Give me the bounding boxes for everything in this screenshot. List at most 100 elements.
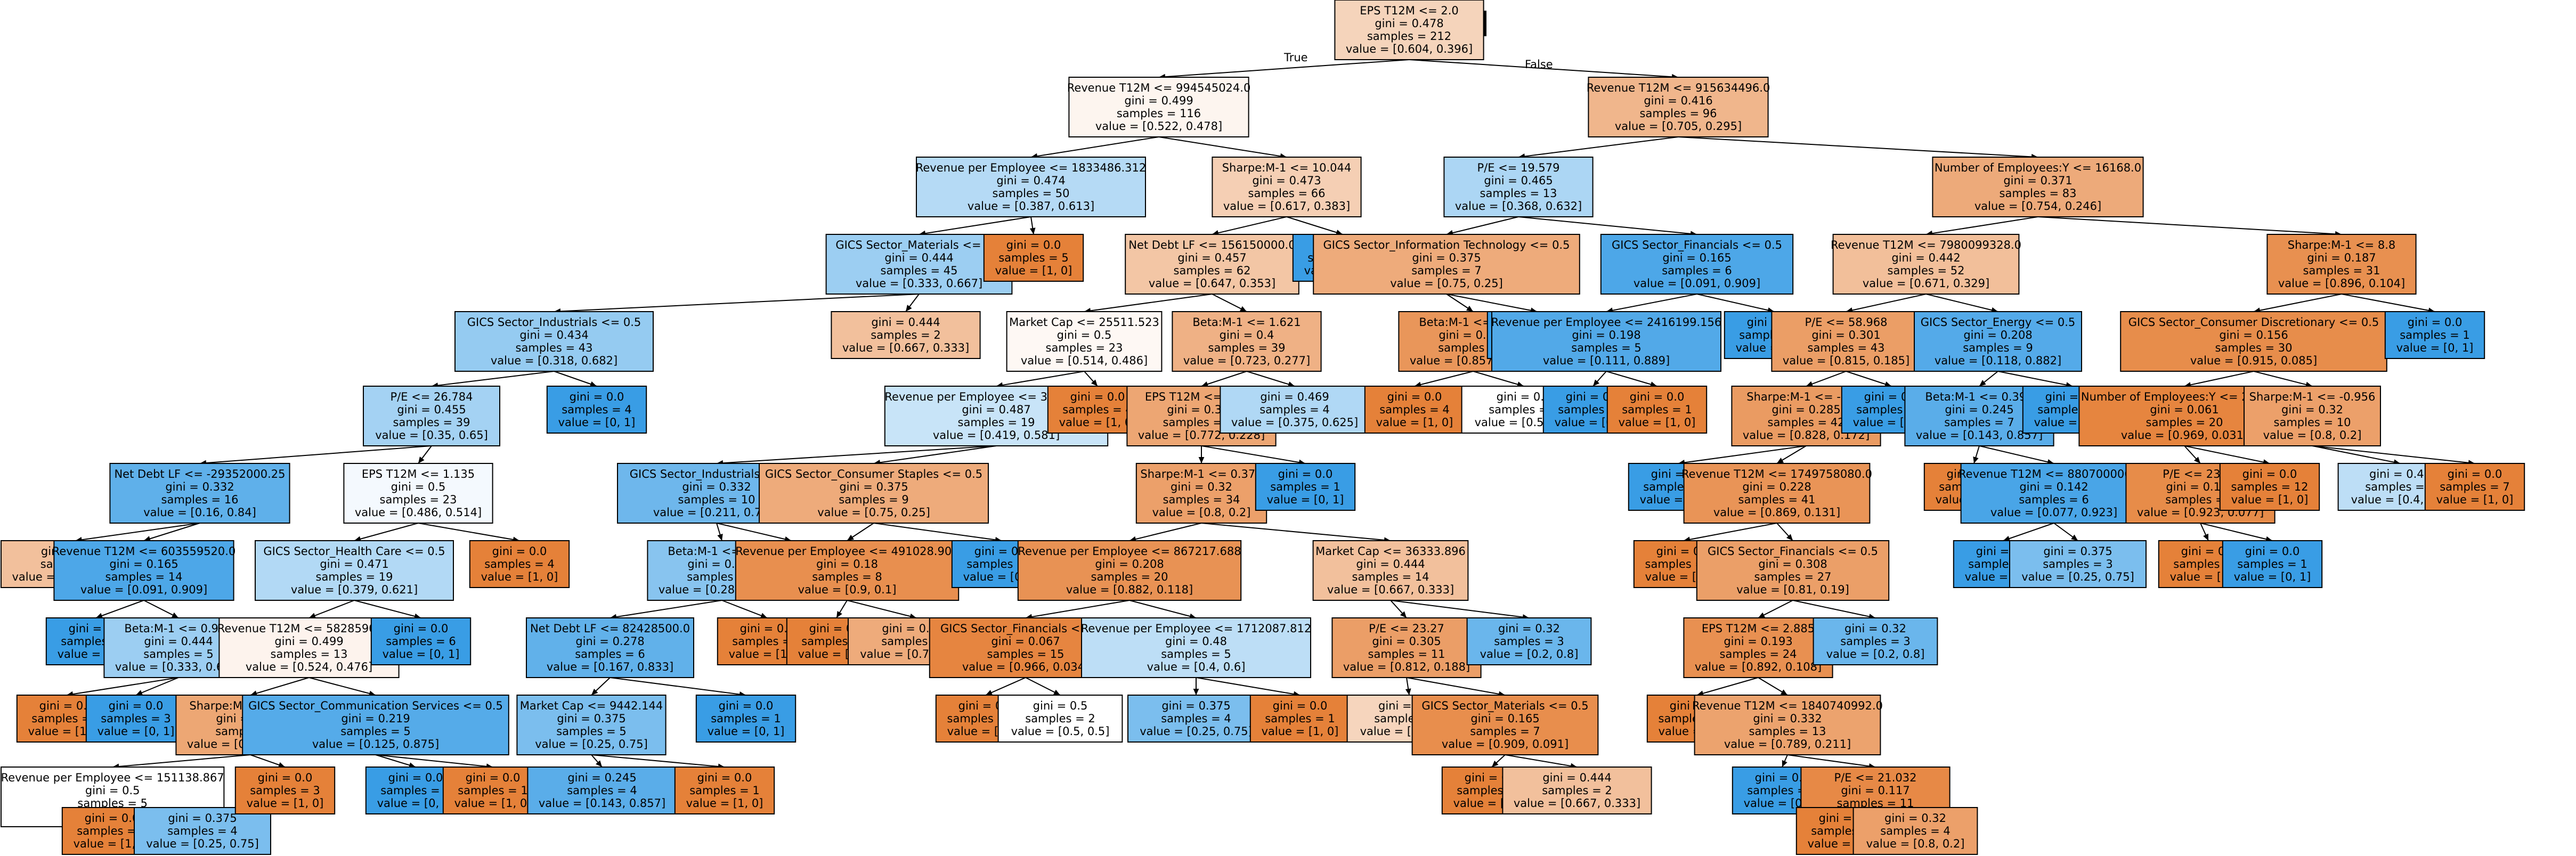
- node-text-line: gini = 0.0: [1070, 390, 1125, 403]
- tree-edge: [721, 600, 768, 618]
- edge-arrowhead: [96, 613, 103, 618]
- tree-edge: [1084, 294, 1213, 312]
- edge-arrowhead: [1806, 381, 1814, 387]
- node-text-line: gini = 0.444: [144, 635, 213, 648]
- node-text-line: samples = 41: [1738, 493, 1816, 506]
- node-text-line: Revenue T12M <= 603559520.0: [52, 545, 236, 558]
- tree-edge: [1683, 523, 1777, 541]
- node-text-line: gini = 0.444: [884, 251, 953, 264]
- tree-edge: [1201, 523, 1391, 541]
- node-text-line: GICS Sector_Communication Services <= 0.…: [248, 699, 503, 713]
- split-node: GICS Sector_Information Technology <= 0.…: [1313, 234, 1580, 295]
- node-text-line: value = [0.75, 0.25]: [1390, 277, 1503, 290]
- node-text-line: value = [0.091, 0.909]: [1634, 277, 1760, 290]
- node-text-line: samples = 20: [1091, 570, 1168, 583]
- node-text-line: gini = 0.219: [341, 712, 410, 725]
- node-box: [526, 617, 694, 678]
- node-text-line: gini = 0.48: [2369, 468, 2431, 480]
- node-text-line: P/E <= 23.27: [1369, 622, 1444, 635]
- node-box: [1606, 386, 1708, 434]
- node-text-line: gini = 0.0: [570, 390, 624, 403]
- node-text-line: value = [0.125, 0.875]: [312, 738, 439, 751]
- tree-edge: [1158, 59, 1410, 78]
- node-text-line: gini = 0.4: [1220, 329, 1274, 341]
- node-text-line: value = [0.25, 0.75]: [2021, 570, 2134, 583]
- edge-arrowhead: [760, 613, 767, 618]
- node-text-line: EPS T12M <= 1.135: [362, 468, 475, 480]
- tree-edge: [375, 754, 416, 768]
- node-text-line: gini = 0.0: [719, 699, 774, 712]
- node-text-line: samples = 212: [1367, 30, 1451, 43]
- tree-edge: [308, 677, 376, 696]
- tree-edge: [1025, 677, 1061, 696]
- node-text-line: gini = 0.0: [1387, 390, 1442, 403]
- edge-arrowhead: [171, 612, 178, 618]
- node-text-line: samples = 5: [556, 725, 627, 738]
- node-text-line: gini = 0.0: [2408, 316, 2463, 329]
- node-box: [983, 234, 1084, 282]
- node-text-line: samples = 13: [1480, 187, 1557, 200]
- tree-edge: [1201, 371, 1247, 387]
- node-text-line: samples = 2: [1025, 712, 1095, 725]
- node-text-line: samples = 12: [2231, 480, 2309, 493]
- node-text-line: value = [0.75, 0.25]: [817, 506, 930, 519]
- node-box: [516, 695, 667, 755]
- node-text-line: samples = 7: [1470, 725, 1540, 738]
- node-text-line: gini = 0.0: [1006, 239, 1061, 251]
- edge-arrowhead: [1492, 760, 1499, 767]
- node-text-line: value = [0.617, 0.383]: [1223, 200, 1350, 213]
- node-text-line: samples = 5: [340, 725, 411, 738]
- edge-arrowhead: [589, 381, 597, 387]
- tree-edge: [847, 600, 917, 618]
- tree-edge: [1846, 371, 1892, 387]
- node-text-line: value = [0.667, 0.333]: [1514, 797, 1640, 810]
- node-text-line: samples = 4: [1062, 403, 1133, 416]
- tree-edge: [1846, 294, 1927, 312]
- tree-edge: [1246, 371, 1295, 387]
- node-text-line: gini = 0.5: [85, 784, 140, 797]
- node-text-line: value = [0.522, 0.478]: [1095, 120, 1222, 133]
- node-text-line: samples = 3: [2043, 558, 2113, 570]
- node-box: [1172, 311, 1322, 372]
- tree-edge: [1201, 445, 1306, 464]
- node-text-line: Sharpe:M-1 <= -0.956: [2249, 390, 2376, 403]
- tree-edge: [1390, 600, 1530, 618]
- node-text-line: value = [0.723, 0.277]: [1183, 354, 1310, 367]
- node-box: [1813, 617, 1938, 665]
- node-text-line: value = [0.671, 0.329]: [1863, 277, 1989, 290]
- node-text-line: value = [1, 0]: [454, 797, 532, 810]
- node-text-line: GICS Sector_Health Care <= 0.5: [263, 545, 445, 558]
- node-text-line: value = [0.5, 0.5]: [1011, 725, 1110, 738]
- node-text-line: samples = 10: [678, 493, 755, 506]
- node-box: [1411, 695, 1599, 755]
- node-text-line: Market Cap <= 25511.523: [1009, 316, 1159, 329]
- node-text-line: Sharpe:M-1 <= 8.8: [2288, 239, 2395, 251]
- node-text-line: samples = 13: [1749, 725, 1826, 738]
- edge-arrowhead: [1466, 305, 1473, 312]
- tree-edge: [1678, 445, 1807, 464]
- node-text-line: gini = 0.0: [492, 545, 547, 558]
- node-text-line: samples = 24: [1720, 648, 1797, 661]
- tree-edge: [1409, 59, 1679, 78]
- node-box: [1694, 695, 1881, 755]
- true-edge-label: True: [1283, 51, 1308, 64]
